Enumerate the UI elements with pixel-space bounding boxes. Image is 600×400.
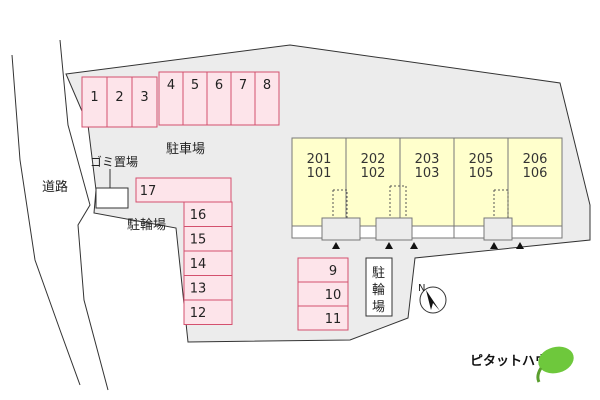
parking-slot-11 (297, 305, 349, 331)
unit-205-105 (453, 137, 509, 227)
parking-slot-5 (182, 71, 208, 126)
entrance-recess (483, 217, 513, 241)
parking-slot-14-number: 14 (190, 257, 207, 272)
triangle-marker-icon (385, 242, 393, 249)
stairway-outline (493, 189, 509, 218)
parking-slot-7-number: 7 (239, 78, 247, 93)
triangle-marker-icon (516, 242, 524, 249)
stairway-outline (332, 189, 348, 218)
parking-slot-4-number: 4 (167, 78, 175, 93)
parking-slot-5-number: 5 (191, 78, 199, 93)
bike-parking-right-char-2: 輪 (372, 282, 385, 298)
parking-slot-9 (297, 257, 349, 283)
parking-slot-7 (230, 71, 256, 126)
green-leaf-icon (538, 346, 574, 374)
road-edge-right (59, 39, 109, 391)
parking-slot-10 (297, 281, 349, 307)
unit-balcony (507, 225, 563, 239)
parking-slot-16-number: 16 (190, 208, 207, 223)
garbage-label: ゴミ置場 (90, 154, 138, 169)
unit-202-102 (345, 137, 401, 227)
unit-number-upper: 206 (523, 152, 548, 167)
parking-column-center: 9 10 11 (297, 257, 349, 331)
leaf-stem-icon (536, 367, 543, 383)
north-label: N (418, 283, 425, 294)
bike-parking-right-char-1: 駐 (372, 266, 385, 281)
entrance-markers (332, 242, 524, 249)
parking-slot-8-number: 8 (263, 78, 271, 93)
unit-number-lower: 103 (415, 166, 440, 181)
triangle-marker-icon (410, 242, 418, 249)
triangle-marker-icon (490, 242, 498, 249)
road-label: 道路 (42, 179, 68, 195)
parking-slot-4 (158, 71, 184, 126)
unit-201-101 (291, 137, 347, 227)
entrance-recess (375, 217, 413, 241)
parking-slot-12 (183, 299, 233, 325)
unit-206-106 (507, 137, 563, 227)
parking-slot-3 (131, 76, 158, 128)
unit-number-lower: 101 (307, 166, 332, 181)
north-arrow-icon: N (418, 283, 447, 314)
parking-slot-17-group: 17 (135, 177, 232, 203)
parking-slot-2-number: 2 (115, 90, 123, 105)
bike-parking-left-label: 駐輪場 (127, 217, 166, 233)
entrance-recess (321, 217, 361, 241)
unit-number-lower: 105 (469, 166, 494, 181)
bike-parking-right-char-3: 場 (372, 300, 385, 315)
garbage-area (95, 187, 129, 209)
brand-logo: ピタットハウス (470, 346, 574, 383)
bike-parking-right (365, 257, 393, 317)
parking-slot-1-number: 1 (90, 90, 98, 105)
parking-slot-9-number: 9 (329, 264, 337, 279)
unit-number-upper: 203 (415, 152, 440, 167)
road-edge-left (11, 54, 81, 386)
parking-slot-12-number: 12 (190, 306, 207, 321)
unit-number-lower: 106 (523, 166, 548, 181)
brand-name: ピタットハウス (470, 354, 561, 369)
unit-number-upper: 205 (469, 152, 494, 167)
parking-slot-8 (254, 71, 280, 126)
parking-slot-15-number: 15 (190, 233, 207, 248)
parking-slot-10-number: 10 (325, 288, 342, 303)
unit-number-lower: 102 (361, 166, 386, 181)
parking-slot-16 (183, 201, 233, 227)
parking-slot-2 (106, 76, 133, 128)
parking-slot-17-number: 17 (140, 184, 157, 199)
parking-slot-6 (206, 71, 232, 126)
parking-slot-13 (183, 275, 233, 301)
parking-slot-13-number: 13 (190, 282, 207, 297)
parking-slot-1 (81, 76, 108, 128)
parking-slot-6-number: 6 (215, 78, 223, 93)
unit-number-upper: 201 (307, 152, 332, 167)
parking-slot-3-number: 3 (140, 90, 148, 105)
parking-slot-15 (183, 226, 233, 252)
parking-slot-17 (135, 177, 232, 203)
parking-column-side: 16 15 14 13 12 (183, 201, 233, 325)
parking-label: 駐車場 (166, 142, 205, 157)
parking-row-top-b: 4 5 6 7 8 (158, 71, 280, 126)
triangle-marker-icon (332, 242, 340, 249)
parking-row-top-a: 1 2 3 (81, 76, 158, 128)
parking-slot-11-number: 11 (325, 312, 342, 327)
unit-number-upper: 202 (361, 152, 386, 167)
stairway-outline (389, 185, 407, 218)
